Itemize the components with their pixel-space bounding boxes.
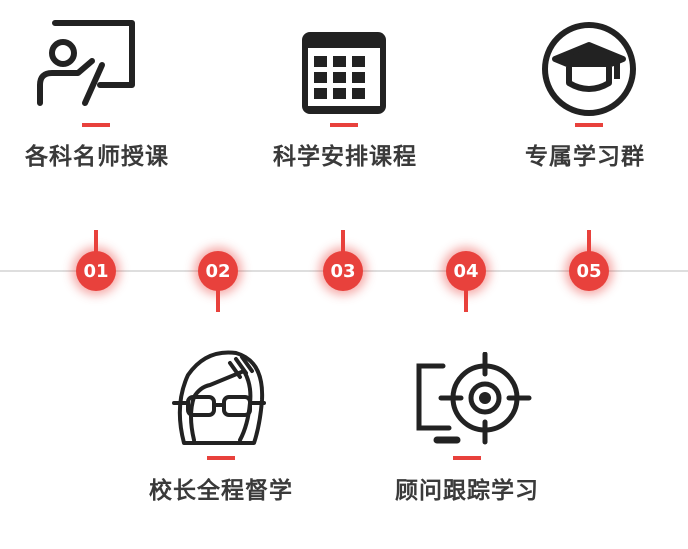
timeline-node-05: 05 [569,251,609,291]
timeline-stem-up [94,230,98,258]
feature-label: 各科名师授课 [25,144,169,170]
feature-label: 校长全程督学 [149,478,293,504]
calendar-schedule-icon [300,30,388,116]
teacher-board-icon [30,15,140,110]
timeline-stem-up [341,230,345,258]
timeline-node-02: 02 [198,251,238,291]
feature-label: 专属学习群 [525,144,645,170]
feature-label: 顾问跟踪学习 [395,478,539,504]
feature-accent-dash [330,123,358,127]
timeline-node-04: 04 [446,251,486,291]
timeline-stem-down [216,284,220,312]
timeline-stem-down [464,284,468,312]
timeline-node-01: 01 [76,251,116,291]
feature-accent-dash [82,123,110,127]
graduation-cap-icon [541,21,637,117]
feature-accent-dash [575,123,603,127]
principal-glasses-icon [166,345,274,450]
feature-label: 科学安排课程 [273,144,417,170]
timeline-stem-up [587,230,591,258]
feature-accent-dash [207,456,235,460]
feature-accent-dash [453,456,481,460]
target-monitor-icon [415,351,533,446]
timeline-node-03: 03 [323,251,363,291]
